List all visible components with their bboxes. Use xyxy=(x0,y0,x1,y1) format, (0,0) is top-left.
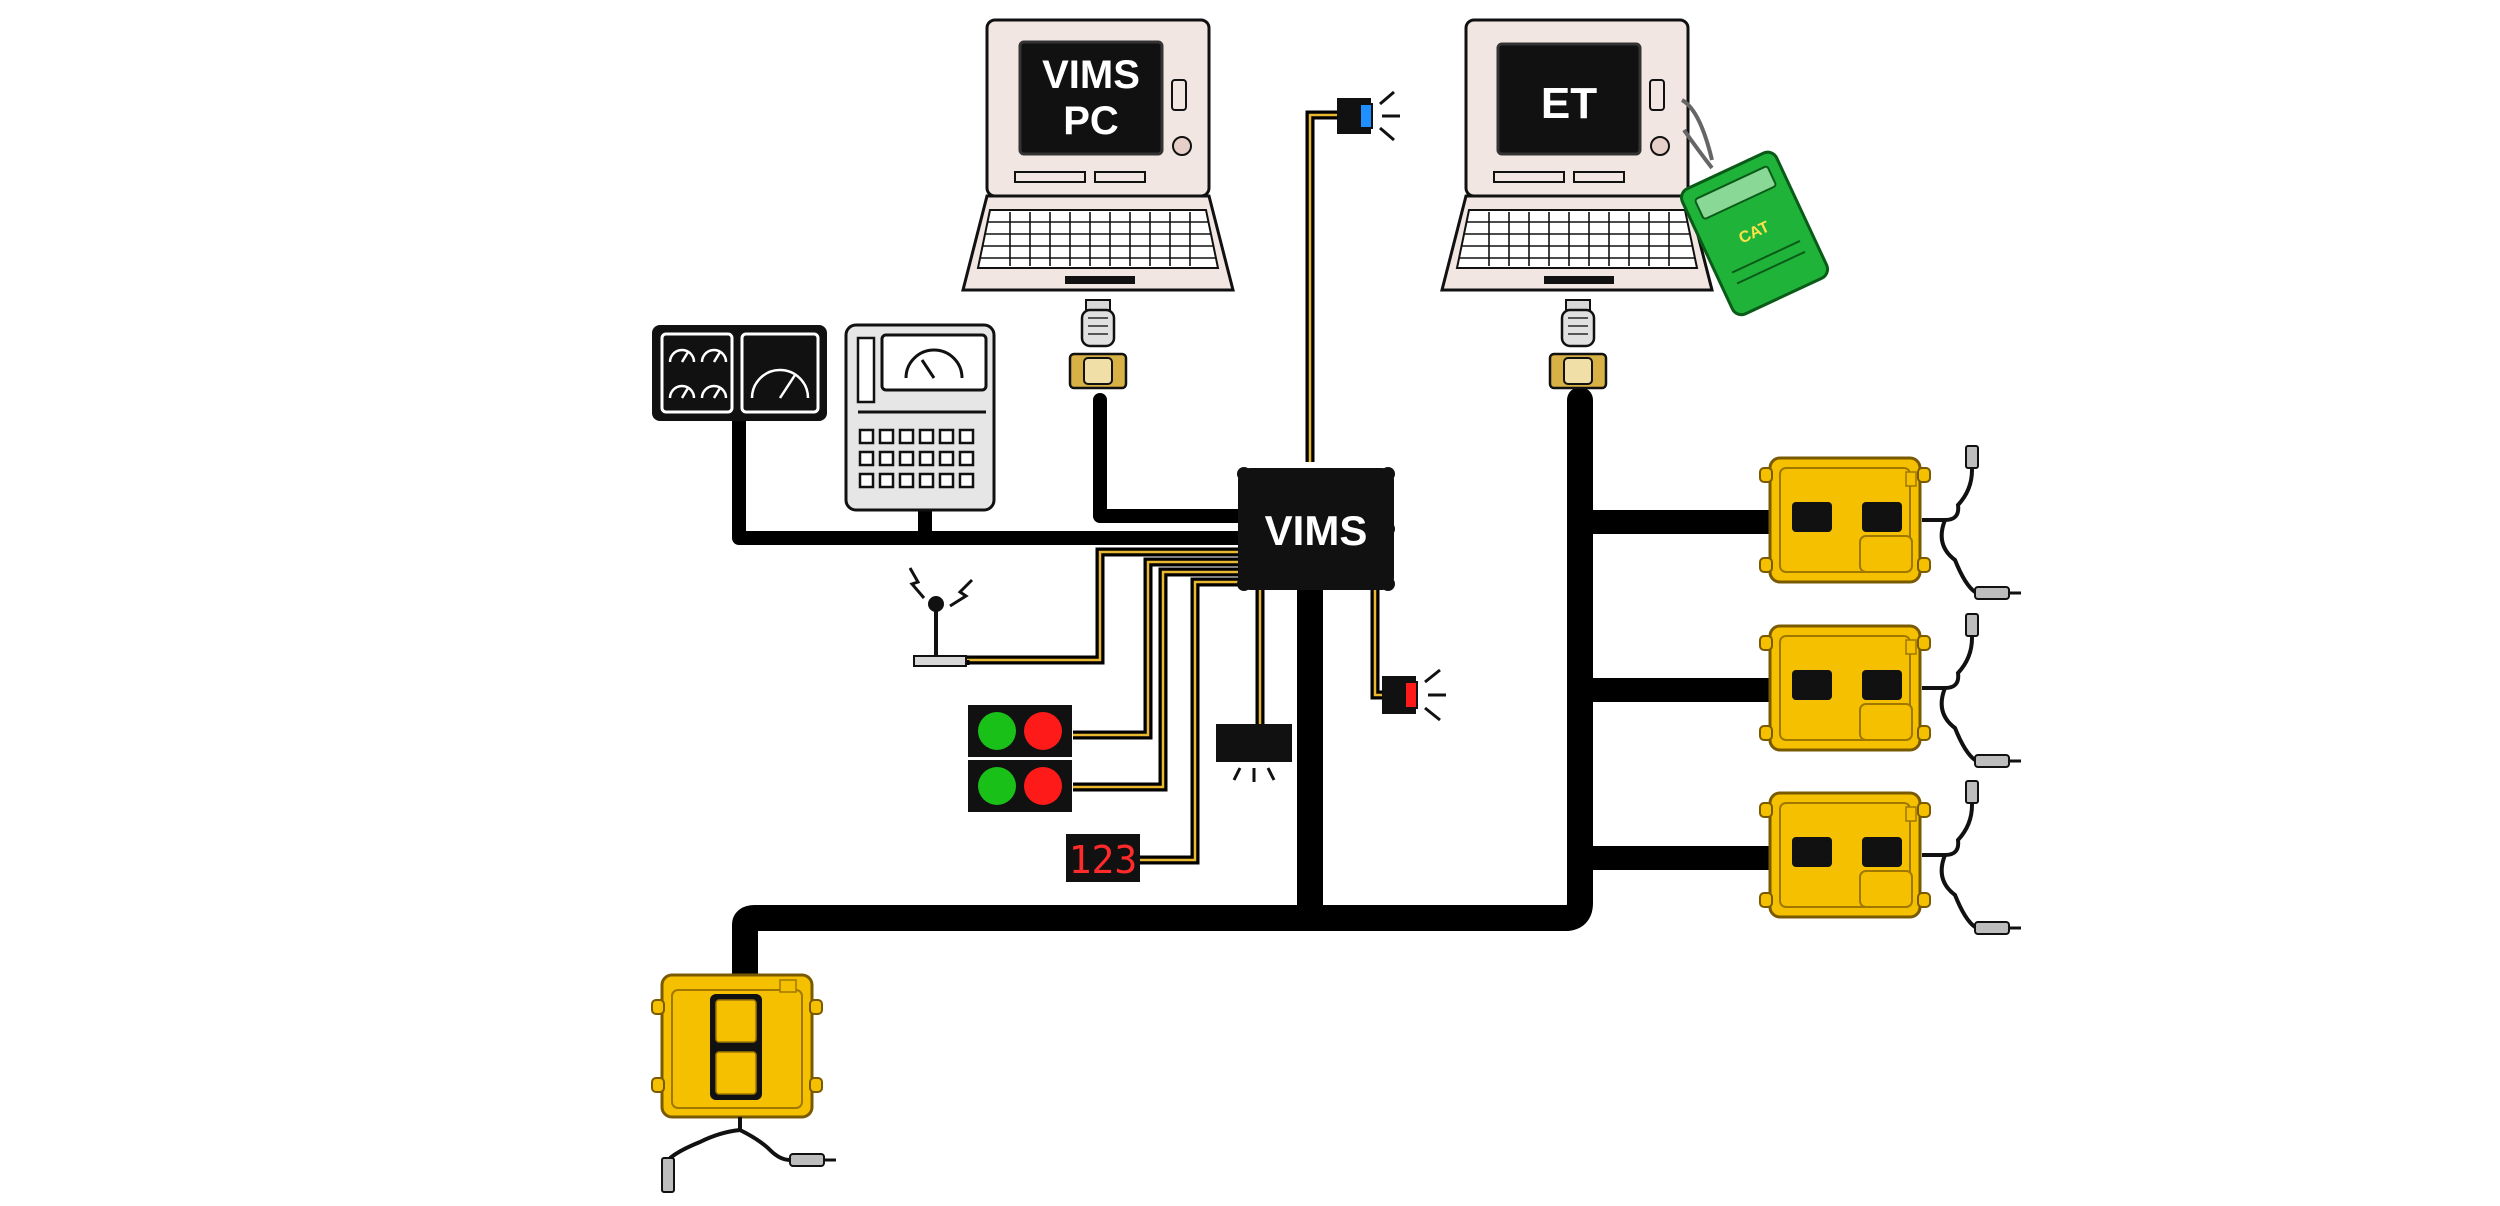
beacon-icon xyxy=(1337,90,1400,142)
vims-pc-label-line1: VIMS xyxy=(1042,53,1140,97)
sensor-icon xyxy=(661,1117,838,1193)
connector-icon xyxy=(1548,298,1608,390)
numeric-display-value: 123 xyxy=(1069,838,1138,882)
vims-pc-label-line2: PC xyxy=(1063,99,1119,143)
vims-module[interactable]: VIMS xyxy=(1237,467,1395,591)
indicator-lamp-icon xyxy=(968,705,1072,812)
alarm-icon xyxy=(1216,724,1292,782)
ecm-icon[interactable] xyxy=(651,973,823,1119)
ecm-icon[interactable] xyxy=(1758,624,1932,752)
et-label: ET xyxy=(1541,79,1597,128)
sensor-icon xyxy=(1922,455,1977,929)
signal-wires xyxy=(965,110,1390,865)
vims-label: VIMS xyxy=(1265,507,1368,554)
vims-pc-laptop[interactable]: VIMS PC xyxy=(961,18,1235,292)
ecm-icon[interactable] xyxy=(1758,791,1932,919)
beacon-icon xyxy=(1382,668,1446,722)
laptop-icon xyxy=(1440,18,1714,292)
sensor-icon xyxy=(1965,445,2023,936)
gauge-cluster-icon xyxy=(652,325,827,421)
harness-lines xyxy=(732,387,1792,988)
antenna-icon xyxy=(908,567,974,667)
connector-icon xyxy=(1068,298,1128,390)
et-laptop[interactable]: ET xyxy=(1440,18,1714,292)
communication-adapter[interactable]: CAT xyxy=(1678,98,1831,318)
ecm-icon[interactable] xyxy=(1758,456,1932,584)
keypad-icon xyxy=(844,323,996,512)
laptop-icon xyxy=(961,18,1235,292)
numeric-display-icon: 123 xyxy=(1066,834,1140,882)
